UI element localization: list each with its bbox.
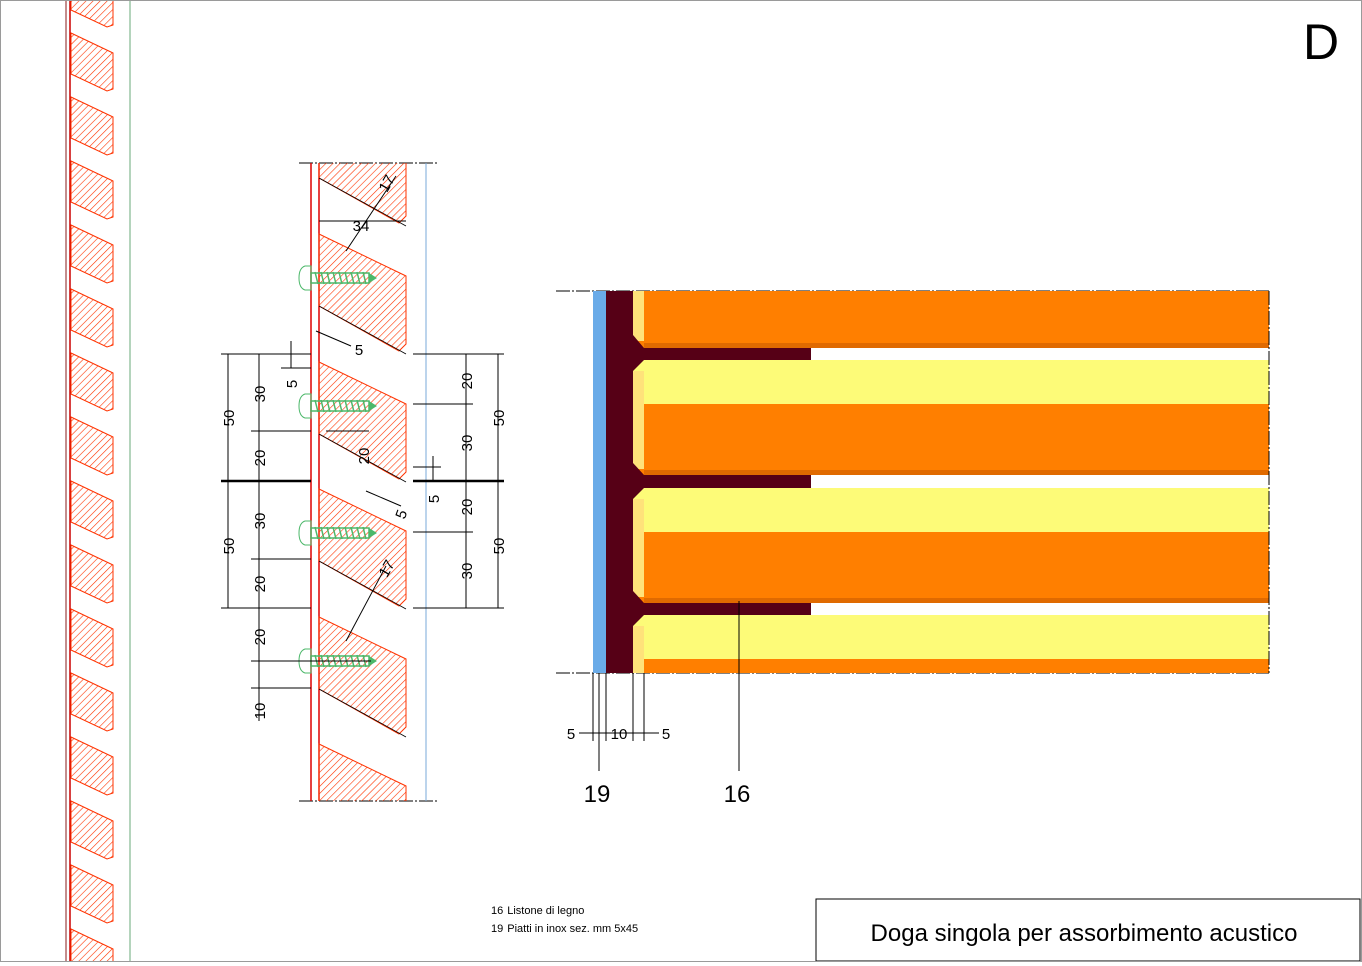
strip-slat (70, 160, 114, 220)
strip-slat (70, 352, 114, 412)
dim-label: 50 (491, 538, 508, 555)
left-elevation-strip (65, 0, 131, 966)
dim-label: 17 (376, 557, 399, 580)
dim-label: 20 (252, 576, 269, 593)
dim-label: 20 (459, 499, 476, 516)
strip-slat (70, 608, 114, 668)
strip-slat (70, 480, 114, 540)
strip-slat (70, 288, 114, 348)
dim-label: 50 (221, 538, 238, 555)
drawing-title: Doga singola per assorbimento acustico (871, 920, 1298, 947)
dim-label: 5 (426, 495, 443, 503)
plan-drawing: 5 10 5 19 16 (556, 290, 1270, 808)
dim-label: 5 (662, 726, 670, 743)
strip-slat (70, 32, 114, 92)
callout-16: 16 (724, 781, 751, 808)
strip-slat (70, 96, 114, 156)
dim-label: 5 (355, 342, 363, 359)
dimension-lines (221, 175, 504, 721)
dim-label: 30 (459, 563, 476, 580)
sheet-letter: D (1303, 14, 1339, 70)
dim-label: 20 (252, 629, 269, 646)
section-dimension-labels: 50 50 30 20 30 20 20 10 5 20 30 20 30 50… (221, 172, 508, 719)
strip-slat (70, 928, 114, 966)
strip-slat (70, 0, 114, 28)
dim-label: 30 (459, 435, 476, 452)
title-block: Doga singola per assorbimento acustico (815, 898, 1361, 962)
dim-label: 5 (392, 508, 411, 522)
strip-slat (70, 544, 114, 604)
dim-label: 20 (252, 450, 269, 467)
strip-slat (70, 736, 114, 796)
dim-label: 50 (491, 410, 508, 427)
strip-slat (70, 864, 114, 924)
dim-label: 34 (353, 218, 370, 235)
steel-plate (593, 291, 606, 673)
strip-slat (70, 800, 114, 860)
callout-19: 19 (584, 781, 611, 808)
dim-label: 10 (252, 703, 269, 720)
backing-frame (606, 291, 811, 673)
strip-slat (70, 672, 114, 732)
dim-label: 30 (252, 386, 269, 403)
dim-label: 17 (376, 172, 399, 195)
dim-label: 30 (252, 513, 269, 530)
dim-label: 50 (221, 410, 238, 427)
dim-label: 20 (356, 448, 373, 465)
dim-label: 5 (284, 380, 301, 388)
section-drawing: 50 50 30 20 30 20 20 10 5 20 30 20 30 50… (221, 162, 508, 802)
dim-label: 5 (567, 726, 575, 743)
dim-label: 20 (459, 373, 476, 390)
strip-slat (70, 224, 114, 284)
dim-label: 10 (611, 726, 628, 743)
strip-slat (70, 416, 114, 476)
